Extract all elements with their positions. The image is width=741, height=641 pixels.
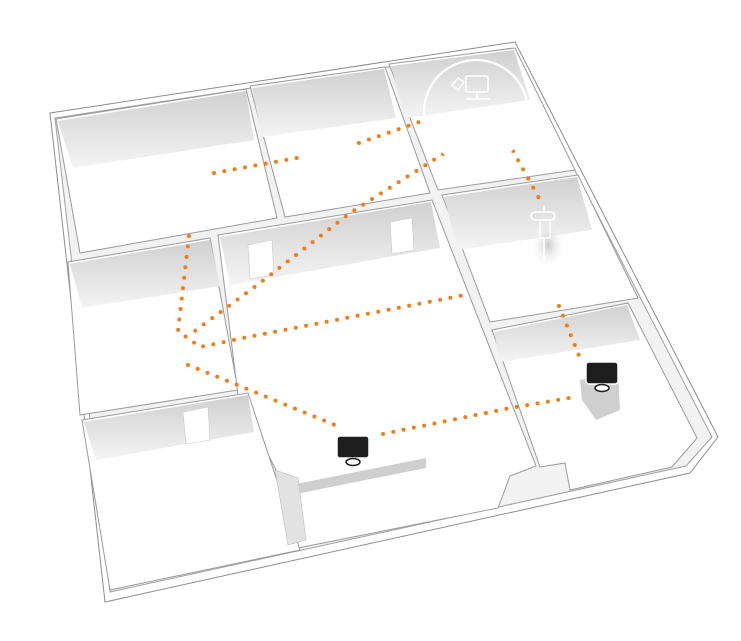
room-left-middle (67, 237, 239, 416)
route-path (511, 149, 542, 202)
room-top-middle (249, 66, 431, 218)
kiosk-terminal-icon (530, 206, 566, 269)
route-path (186, 152, 445, 338)
room-top-left (55, 88, 278, 254)
monitor-device-icon (336, 435, 370, 467)
door-panel (389, 217, 415, 255)
counter-desk (296, 458, 426, 494)
route-path (212, 155, 304, 175)
room-bottom-left (81, 392, 301, 591)
monitor-device-icon (585, 361, 619, 393)
door-panel (247, 239, 275, 280)
route-path (381, 395, 577, 436)
route-path (557, 304, 582, 360)
route-path (186, 363, 337, 427)
camera-robot-workstation-icon (423, 59, 529, 165)
route-paths (175, 118, 582, 436)
door-panel (182, 406, 211, 445)
route-path (175, 234, 472, 350)
partition-wall (274, 469, 307, 546)
room-top-right (388, 47, 576, 191)
route-path (357, 118, 427, 145)
